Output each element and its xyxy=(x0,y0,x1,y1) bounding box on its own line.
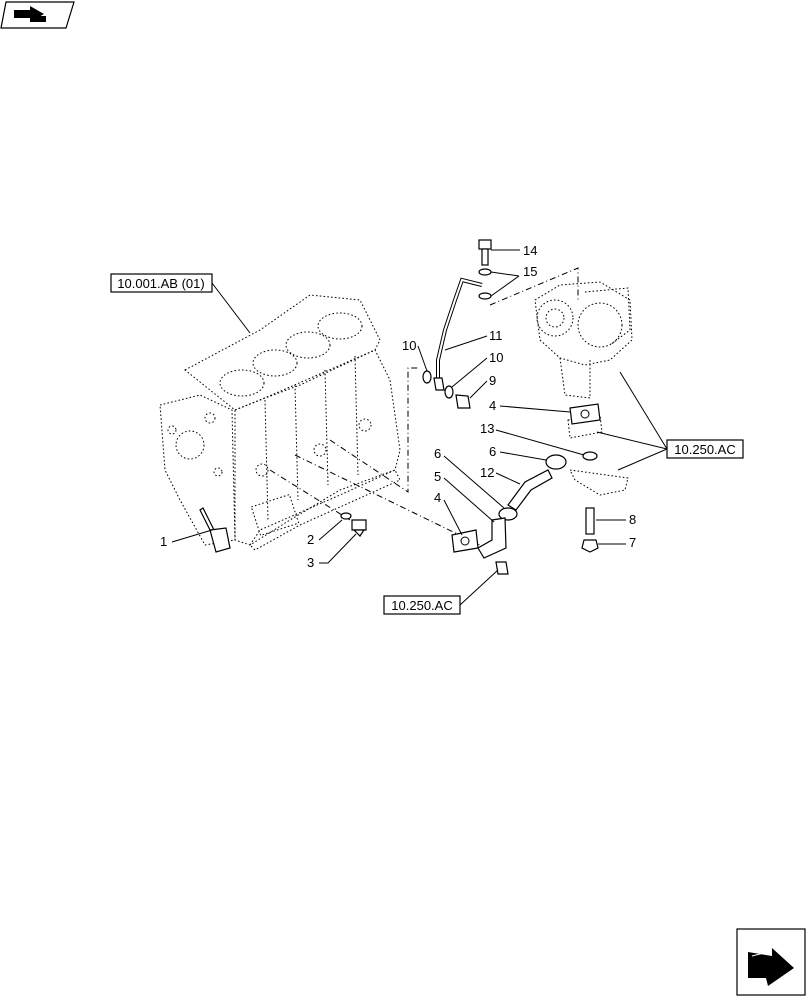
reference-engine-block[interactable]: 10.001.AB (01) xyxy=(110,273,251,334)
svg-text:1: 1 xyxy=(160,534,167,549)
part-4-gasket-upper xyxy=(569,403,601,425)
svg-text:4: 4 xyxy=(489,398,496,413)
callout-10-right: 10 xyxy=(451,350,503,388)
part-3-plug xyxy=(351,519,367,537)
svg-text:6: 6 xyxy=(489,444,496,459)
engine-block xyxy=(159,294,481,551)
part-12-hose xyxy=(507,469,553,511)
svg-text:7: 7 xyxy=(629,535,636,550)
callout-11: 11 xyxy=(444,328,503,351)
svg-text:15: 15 xyxy=(523,264,537,279)
svg-text:10.001.AB (01): 10.001.AB (01) xyxy=(117,276,204,291)
part-4-gasket-lower xyxy=(451,529,479,553)
svg-text:10: 10 xyxy=(489,350,503,365)
part-9-bolt xyxy=(455,394,471,409)
part-1-oil-pipe xyxy=(199,507,231,553)
svg-text:6: 6 xyxy=(434,446,441,461)
callout-12: 12 xyxy=(480,465,521,485)
callout-6-upper: 6 xyxy=(489,444,547,461)
reference-turbo-bottom[interactable]: 10.250.AC xyxy=(383,569,499,615)
callout-7: 7 xyxy=(598,535,636,550)
callout-9: 9 xyxy=(469,373,496,399)
svg-text:13: 13 xyxy=(480,421,494,436)
part-8-stud xyxy=(585,507,595,535)
callout-5: 5 xyxy=(434,469,495,523)
callout-4-lower: 4 xyxy=(434,490,463,536)
part-13-washer xyxy=(582,451,598,461)
svg-text:4: 4 xyxy=(434,490,441,505)
svg-text:14: 14 xyxy=(523,243,537,258)
part-14-bolt xyxy=(478,239,492,266)
callout-8: 8 xyxy=(596,512,636,527)
callout-13: 13 xyxy=(480,421,585,456)
part-6-clamp-lower xyxy=(498,507,518,521)
svg-text:3: 3 xyxy=(307,555,314,570)
part-5-elbow xyxy=(477,517,507,559)
svg-text:9: 9 xyxy=(489,373,496,388)
callout-3: 3 xyxy=(307,533,357,570)
svg-text:5: 5 xyxy=(434,469,441,484)
reference-turbo-right[interactable]: 10.250.AC xyxy=(596,371,744,471)
svg-text:10: 10 xyxy=(402,338,416,353)
svg-text:12: 12 xyxy=(480,465,494,480)
callout-15: 15 xyxy=(490,264,537,297)
callout-14: 14 xyxy=(491,243,537,258)
svg-text:11: 11 xyxy=(489,328,503,343)
callout-10-left: 10 xyxy=(402,338,428,372)
next-page-arrow-icon[interactable] xyxy=(736,928,806,996)
part-2-washer xyxy=(340,512,352,520)
part-6-clamp-upper xyxy=(545,454,567,470)
part-10-washers xyxy=(422,370,454,399)
svg-text:10.250.AC: 10.250.AC xyxy=(674,442,735,457)
part-7-nut xyxy=(581,539,599,553)
svg-text:8: 8 xyxy=(629,512,636,527)
section-navigation-icon[interactable] xyxy=(0,1,75,29)
part-11-oil-feed-pipe xyxy=(433,277,483,391)
turbocharger xyxy=(489,267,633,496)
callout-6-lower: 6 xyxy=(434,446,505,509)
callout-2: 2 xyxy=(307,519,343,547)
svg-text:2: 2 xyxy=(307,532,314,547)
lower-bolt xyxy=(495,561,509,575)
callout-1: 1 xyxy=(160,529,213,549)
callout-4-upper: 4 xyxy=(489,398,571,413)
svg-text:10.250.AC: 10.250.AC xyxy=(391,598,452,613)
